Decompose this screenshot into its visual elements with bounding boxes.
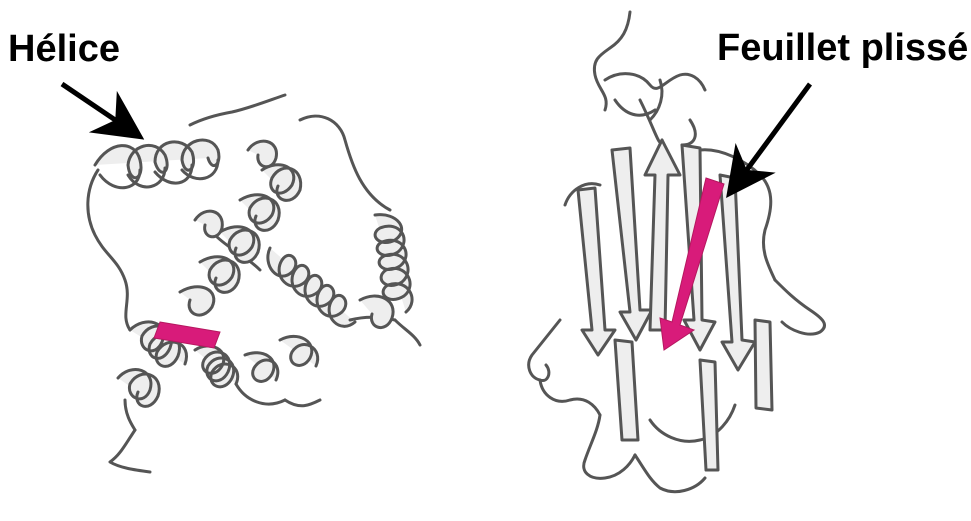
sheet-label: Feuillet plissé — [717, 29, 968, 67]
helix-pointer-arrow — [62, 84, 136, 134]
beta-strand-2 — [612, 148, 652, 340]
sheet-pointer-arrow — [732, 84, 810, 190]
helix-2 — [180, 165, 301, 315]
beta-strand-3 — [645, 140, 680, 330]
beta-sheet-protein-structure — [529, 12, 825, 492]
helix-label: Hélice — [8, 30, 120, 68]
helix-1 — [95, 140, 219, 188]
helix-4 — [268, 248, 355, 326]
alpha-helix-protein-structure — [88, 95, 420, 472]
helix-7 — [195, 296, 395, 404]
beta-strand-5 — [720, 175, 755, 370]
beta-strand-1 — [578, 188, 615, 355]
